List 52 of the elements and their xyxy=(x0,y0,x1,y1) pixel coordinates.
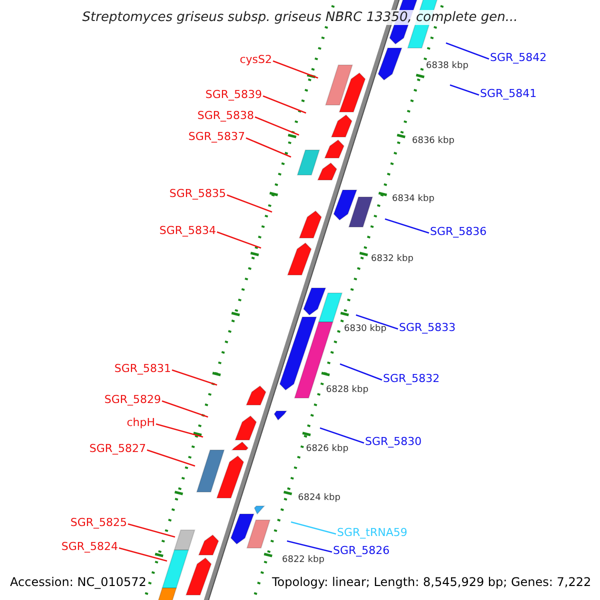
footer-info: Accession: NC_010572 xyxy=(10,575,146,589)
leader-line xyxy=(272,60,318,79)
leader-line xyxy=(162,400,208,418)
leader-line xyxy=(384,218,430,234)
leader-line xyxy=(118,547,168,562)
gene-label: chpH xyxy=(126,416,155,429)
gene-label: SGR_5830 xyxy=(365,435,422,448)
leader-line xyxy=(172,369,218,386)
map-title: Streptomyces griseus subsp. griseus NBRC 13350, complete gen... xyxy=(82,10,518,25)
gene-label: SGR_5829 xyxy=(104,393,161,406)
gene-label: SGR_5832 xyxy=(383,372,440,385)
leader-line xyxy=(254,116,300,136)
gene-label: SGR_5825 xyxy=(70,516,127,529)
gene-label: SGR_5831 xyxy=(114,362,171,375)
gene-label: SGR_5835 xyxy=(169,187,226,200)
position-tick-label: 6834 kbp xyxy=(392,194,434,205)
gene-label: SGR_5838 xyxy=(197,109,254,122)
position-tick-label: 6838 kbp xyxy=(426,61,468,72)
gene-label: SGR_5839 xyxy=(205,88,262,101)
gene-label: SGR_5824 xyxy=(61,540,118,553)
gene-label: SGR_5842 xyxy=(490,51,547,64)
leader-line xyxy=(216,231,262,249)
footer-info: Topology: linear; Length: 8,545,929 bp; Genes: 7,222 xyxy=(272,575,592,589)
leader-line xyxy=(156,423,204,438)
leader-line xyxy=(290,521,336,535)
position-tick-label: 6832 kbp xyxy=(371,254,414,265)
gene-label: SGR_tRNA59 xyxy=(337,526,408,539)
gene-label: SGR_5833 xyxy=(399,321,456,334)
leader-line xyxy=(226,194,272,213)
leader-line xyxy=(446,42,490,60)
leader-line xyxy=(320,427,364,444)
gene-label: SGR_5841 xyxy=(480,87,537,100)
position-tick-label: 6830 kbp xyxy=(344,324,386,335)
leader-line xyxy=(146,449,196,467)
leader-line xyxy=(128,523,176,538)
position-tick-label: 6828 kbp xyxy=(326,385,368,396)
position-tick-label: 6822 kbp xyxy=(282,555,324,566)
gene-label: SGR_5837 xyxy=(188,130,245,143)
position-tick-label: 6836 kbp xyxy=(412,136,454,147)
position-tick-label: 6824 kbp xyxy=(298,493,340,504)
leader-line xyxy=(246,137,292,158)
gene-label: SGR_5826 xyxy=(333,544,390,557)
leader-line xyxy=(340,363,382,381)
leader-line xyxy=(356,314,398,330)
position-tick-label: 6826 kbp xyxy=(306,444,348,455)
leader-line xyxy=(286,540,332,553)
gene-label: cysS2 xyxy=(240,53,272,66)
leader-line xyxy=(450,84,480,96)
gene-label: SGR_5834 xyxy=(159,224,216,237)
leader-line xyxy=(262,95,306,114)
gene-label: SGR_5827 xyxy=(89,442,146,455)
gene-label: SGR_5836 xyxy=(430,225,487,238)
